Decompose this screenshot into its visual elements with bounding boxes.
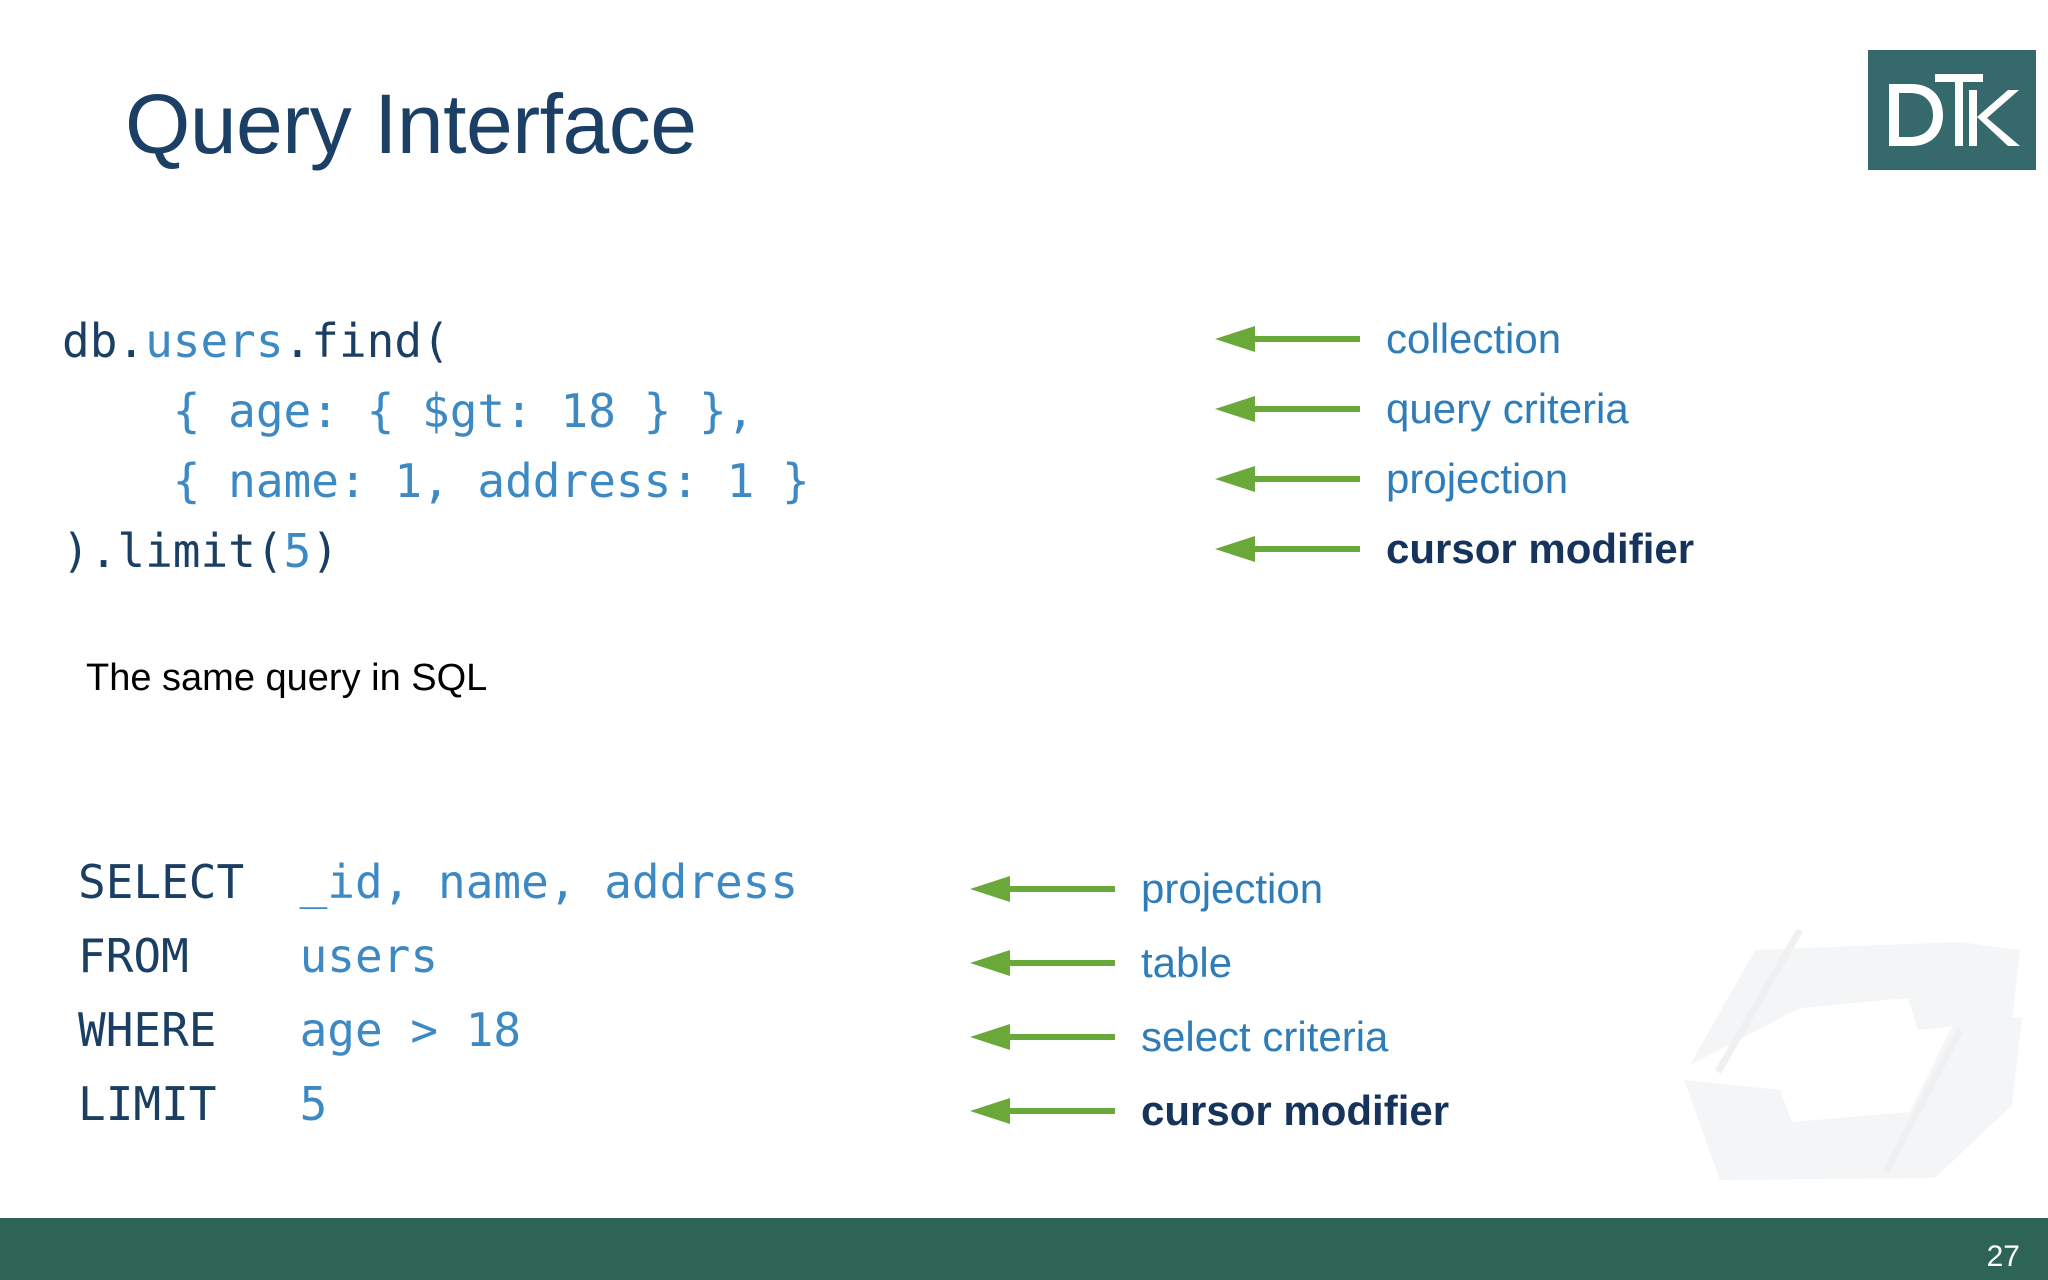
code-token: age > 18 xyxy=(299,1003,522,1057)
code-line: WHERE age > 18 xyxy=(78,993,798,1067)
code-token: limit xyxy=(117,524,256,578)
sql-note: The same query in SQL xyxy=(86,657,488,699)
dtk-logo-icon xyxy=(1889,74,2020,146)
code-token: { name: 1, address: 1 } xyxy=(62,454,810,508)
annotation-row: table xyxy=(970,926,1449,1000)
code-token: users xyxy=(299,929,439,983)
annotation-row: select criteria xyxy=(970,1000,1449,1074)
arrow-left-icon xyxy=(970,876,1115,902)
mongo-annotation-list: collection query criteria projection cursor… xyxy=(1215,304,1694,584)
code-token: ). xyxy=(62,524,118,578)
code-line: { name: 1, address: 1 } xyxy=(62,446,810,516)
code-token: users xyxy=(145,314,284,368)
annotation-row: cursor modifier xyxy=(1215,514,1694,584)
annotation-label: projection xyxy=(1386,455,1569,502)
code-token: 5 xyxy=(299,1077,328,1131)
code-line: { age: { $gt: 18 } }, xyxy=(62,376,810,446)
dtk-logo xyxy=(1868,50,2036,170)
code-token: . xyxy=(283,314,312,368)
arrow-left-icon xyxy=(970,1024,1115,1050)
annotation-row: collection xyxy=(1215,304,1694,374)
annotation-label: cursor modifier xyxy=(1141,1087,1450,1134)
code-token: 5 xyxy=(283,524,312,578)
code-token: . xyxy=(117,314,146,368)
arrow-left-icon xyxy=(1215,466,1360,492)
code-line: LIMIT 5 xyxy=(78,1067,798,1141)
code-token: { age: { $gt: 18 } }, xyxy=(62,384,755,438)
code-token: db xyxy=(62,314,118,368)
code-line: FROM users xyxy=(78,919,798,993)
code-token: LIMIT xyxy=(78,1077,300,1131)
annotation-label: select criteria xyxy=(1141,1013,1389,1060)
code-line: SELECT _id, name, address xyxy=(78,845,798,919)
annotation-label: query criteria xyxy=(1386,385,1629,432)
arrow-left-icon xyxy=(1215,396,1360,422)
annotation-label: cursor modifier xyxy=(1386,525,1695,572)
code-line: db.users.find( xyxy=(62,306,810,376)
code-token: _id, name, address xyxy=(299,855,799,909)
code-token: SELECT xyxy=(78,855,300,909)
annotation-label: collection xyxy=(1386,315,1562,362)
code-token: ) xyxy=(311,524,339,578)
footer-bar xyxy=(0,1218,2048,1280)
arrow-left-icon xyxy=(970,1098,1115,1124)
arrow-left-icon xyxy=(1215,536,1360,562)
page-number: 27 xyxy=(1986,1240,2020,1273)
arrow-left-icon xyxy=(1215,326,1360,352)
arrow-left-icon xyxy=(970,950,1115,976)
page-title: Query Interface xyxy=(125,77,697,171)
code-token: find xyxy=(311,314,423,368)
annotation-row: projection xyxy=(1215,444,1694,514)
code-token: ( xyxy=(255,524,284,578)
code-token: ( xyxy=(422,314,450,368)
sql-annotation-list: projection table select criteria cursor mod… xyxy=(970,852,1449,1148)
decorative-watermark-icon xyxy=(1684,928,2022,1180)
code-line: ).limit(5) xyxy=(62,516,810,586)
code-token: FROM xyxy=(78,929,300,983)
annotation-label: projection xyxy=(1141,865,1324,912)
mongo-query-code: db.users.find( { age: { $gt: 18 } }, { n… xyxy=(62,306,810,586)
code-token: WHERE xyxy=(78,1003,300,1057)
annotation-row: cursor modifier xyxy=(970,1074,1449,1148)
annotation-label: table xyxy=(1141,939,1233,986)
annotation-row: projection xyxy=(970,852,1449,926)
annotation-row: query criteria xyxy=(1215,374,1694,444)
